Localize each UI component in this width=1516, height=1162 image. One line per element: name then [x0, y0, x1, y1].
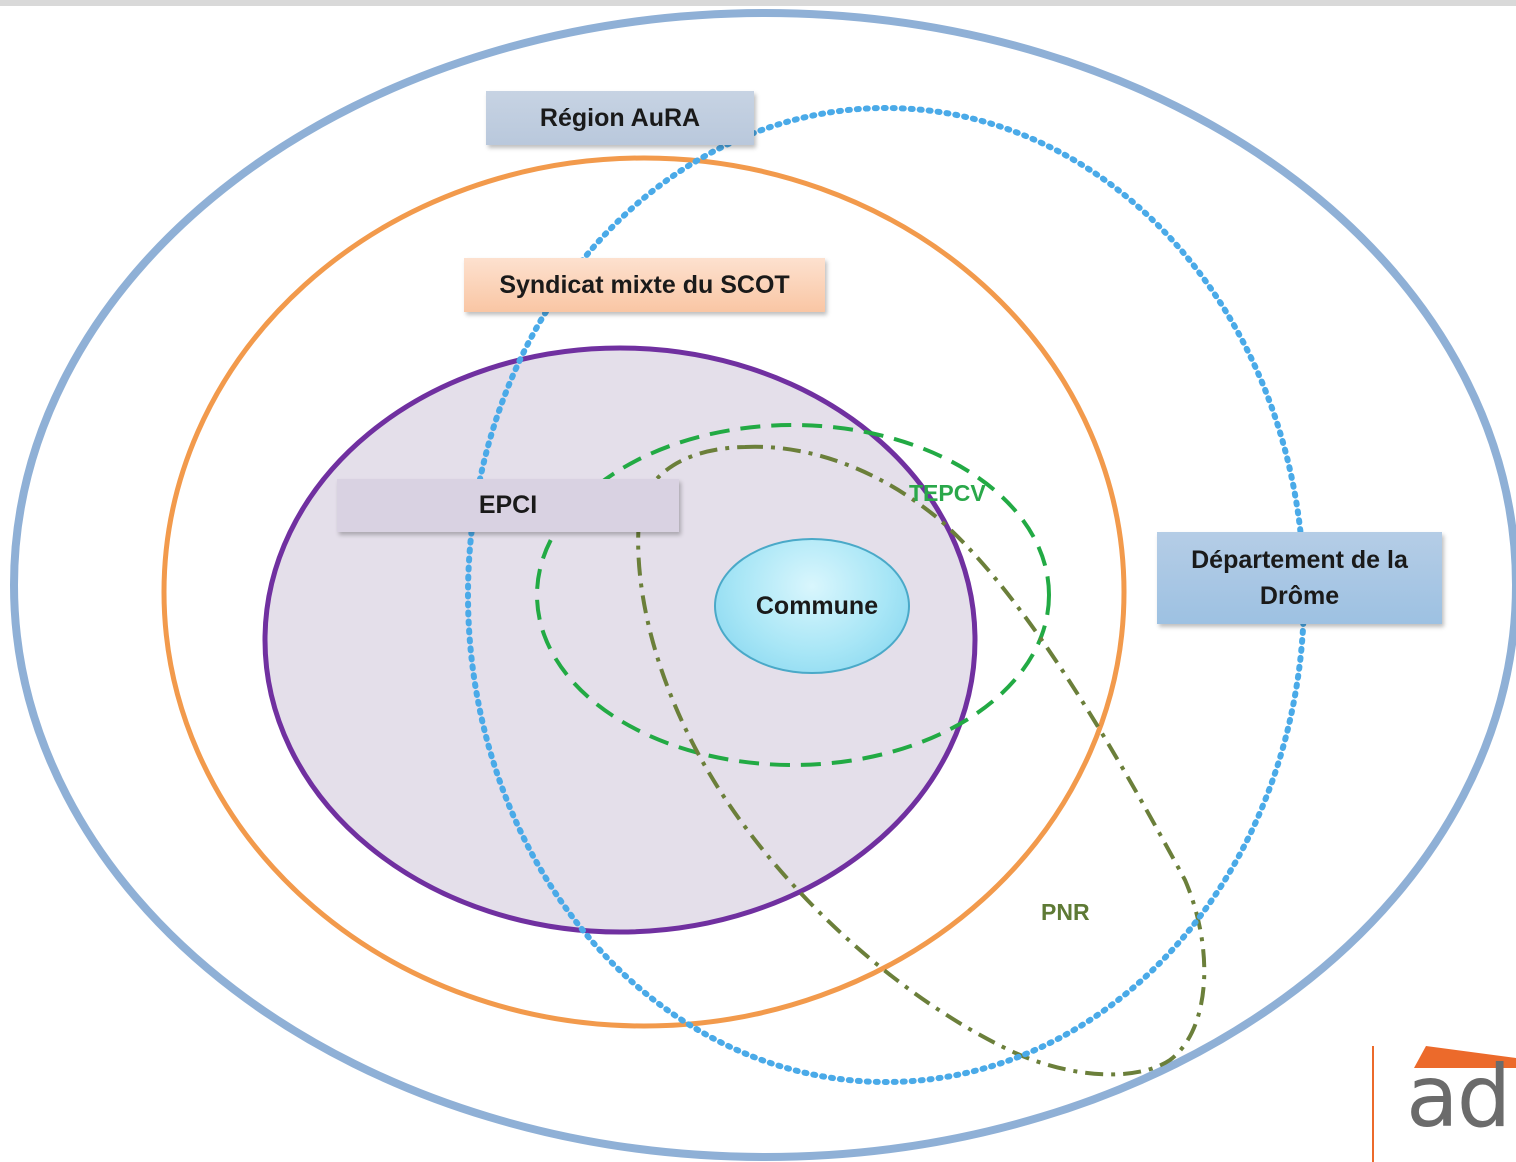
region-ellipse	[10, 9, 1516, 1161]
epci-label: EPCI	[478, 491, 538, 520]
epci-label-box: EPCI	[337, 479, 679, 532]
departement-label-box: Département de la Drôme	[1157, 532, 1442, 624]
tepcv-ellipse	[535, 423, 1051, 767]
company-logo: ad	[1372, 1040, 1516, 1162]
pnr-label: PNR	[1041, 899, 1090, 925]
logo-divider	[1372, 1046, 1374, 1162]
tepcv-label: TEPCV	[909, 480, 986, 506]
scot-ellipse	[161, 155, 1127, 1029]
departement-label-line1: Département de la	[1191, 545, 1408, 574]
region-label: Région AuRA	[539, 103, 701, 132]
scot-label: Syndicat mixte du SCOT	[499, 270, 790, 299]
logo-text: ad	[1406, 1047, 1511, 1147]
window-top-bar	[0, 0, 1516, 6]
commune-bubble: Commune	[714, 538, 910, 674]
commune-label: Commune	[755, 591, 879, 620]
scot-label-box: Syndicat mixte du SCOT	[464, 258, 825, 312]
pnr-shape	[636, 444, 1207, 1077]
logo-swoosh-icon	[1414, 1046, 1516, 1068]
region-label-box: Région AuRA	[486, 91, 754, 145]
departement-label-line2: Drôme	[1259, 582, 1340, 610]
